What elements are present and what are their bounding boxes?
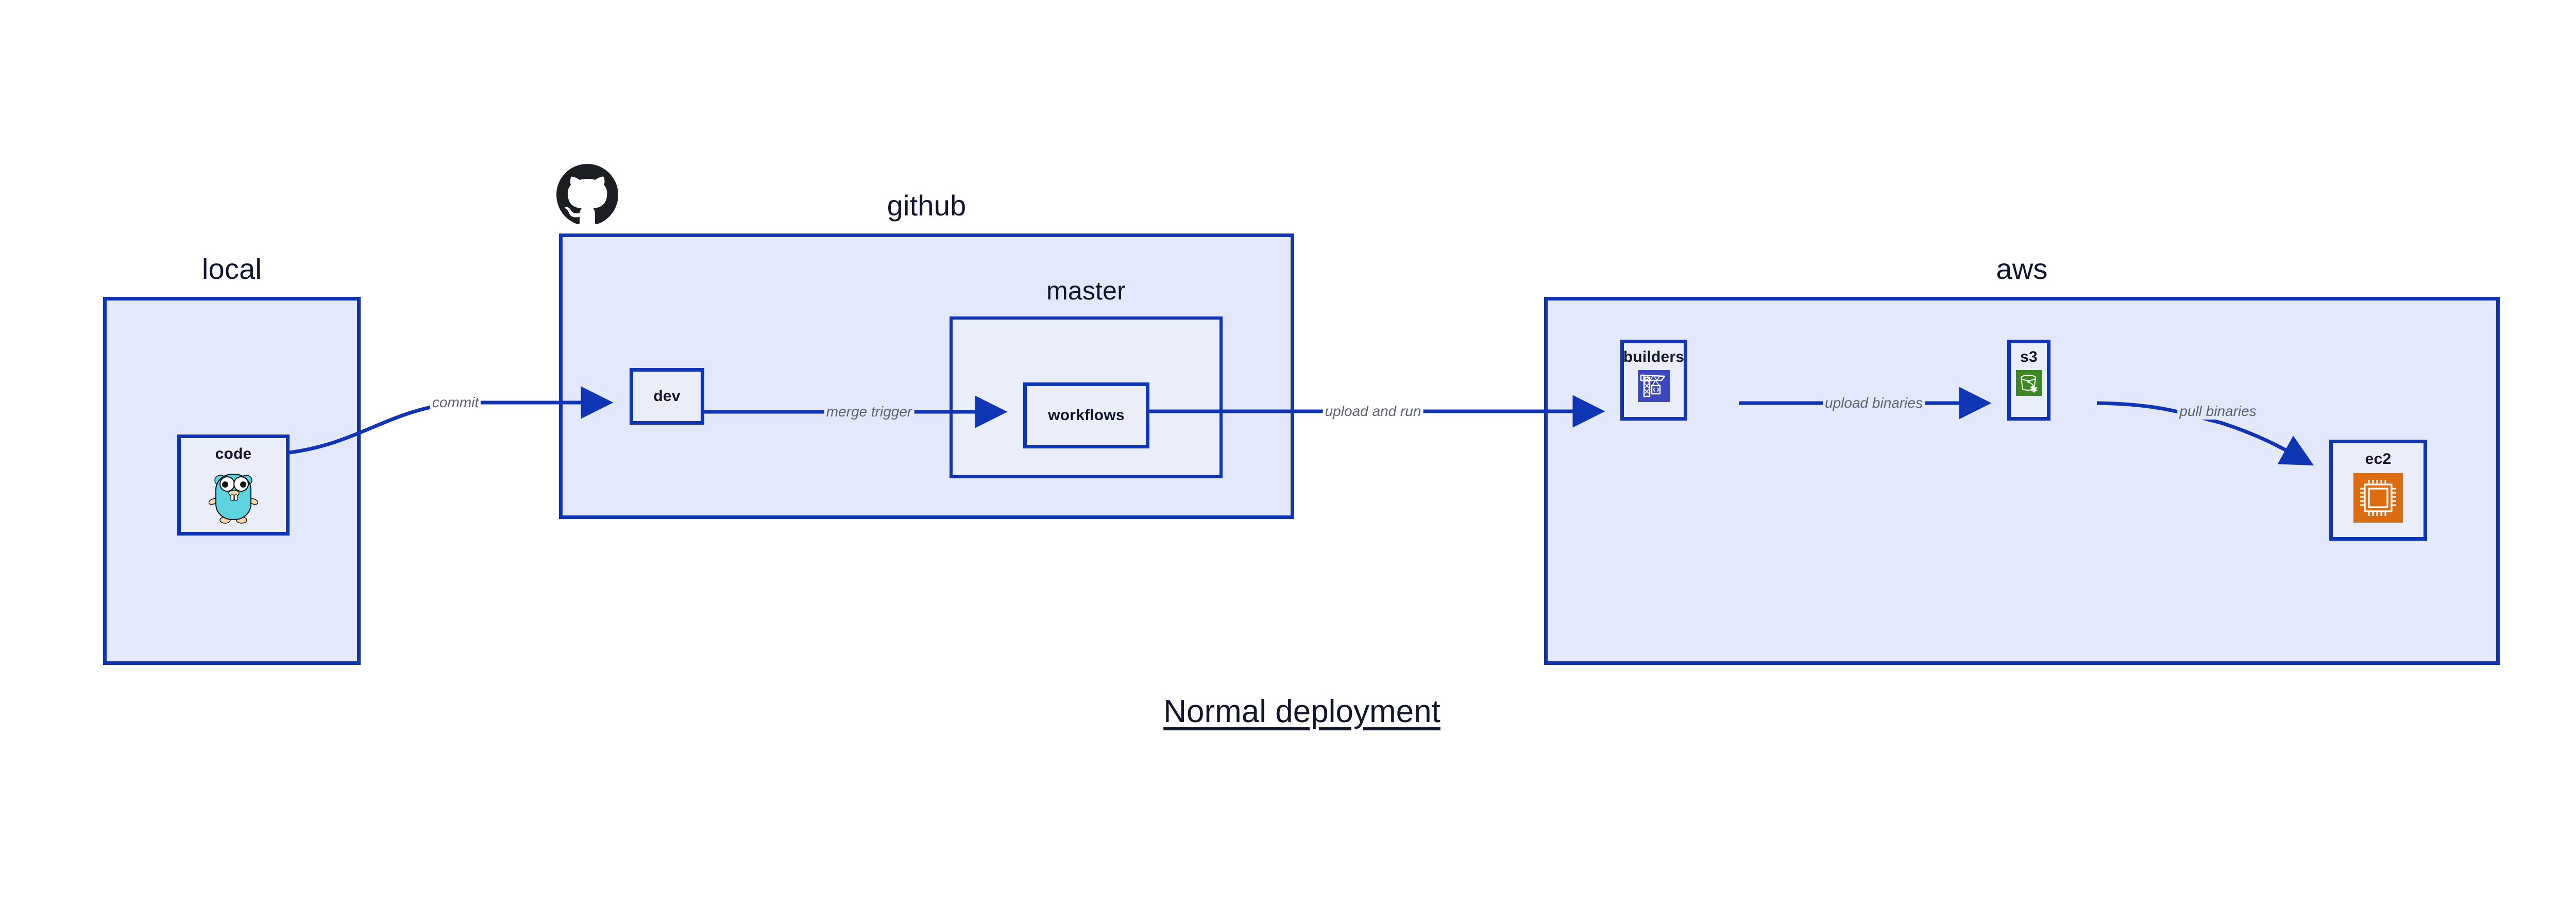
- edge-label-pull-binaries: pull binaries: [2177, 403, 2259, 420]
- node-dev[interactable]: dev: [630, 368, 704, 425]
- node-label-dev: dev: [653, 388, 681, 405]
- node-label-code: code: [215, 445, 252, 462]
- diagram-title: Normal deployment: [1163, 694, 1440, 729]
- edge-label-upload-binaries: upload binaries: [1823, 395, 1925, 411]
- github-logo-icon: [556, 164, 618, 226]
- cluster-label-local: local: [201, 253, 262, 285]
- node-code[interactable]: code: [177, 435, 290, 536]
- aws-s3-glacier-icon: [2016, 370, 2042, 398]
- node-workflows[interactable]: workflows: [1023, 382, 1149, 448]
- aws-builders-icon: [1638, 370, 1670, 405]
- cluster-label-aws: aws: [1996, 253, 2048, 285]
- node-s3[interactable]: s3: [2007, 340, 2050, 421]
- edge-label-merge-trigger: merge trigger: [824, 404, 914, 420]
- node-label-builders: builders: [1623, 348, 1685, 365]
- edge-label-commit: commit: [430, 394, 481, 411]
- aws-ec2-icon: [2353, 473, 2403, 525]
- cluster-label-github: github: [887, 189, 967, 222]
- node-label-ec2: ec2: [2365, 450, 2392, 467]
- node-builders[interactable]: builders: [1620, 340, 1687, 421]
- go-gopher-icon: [208, 467, 259, 526]
- node-label-s3: s3: [2020, 348, 2038, 365]
- node-ec2[interactable]: ec2: [2329, 440, 2427, 541]
- edge-label-upload-and-run: upload and run: [1323, 403, 1423, 420]
- node-label-workflows: workflows: [1048, 407, 1125, 424]
- cluster-label-master: master: [1046, 276, 1126, 305]
